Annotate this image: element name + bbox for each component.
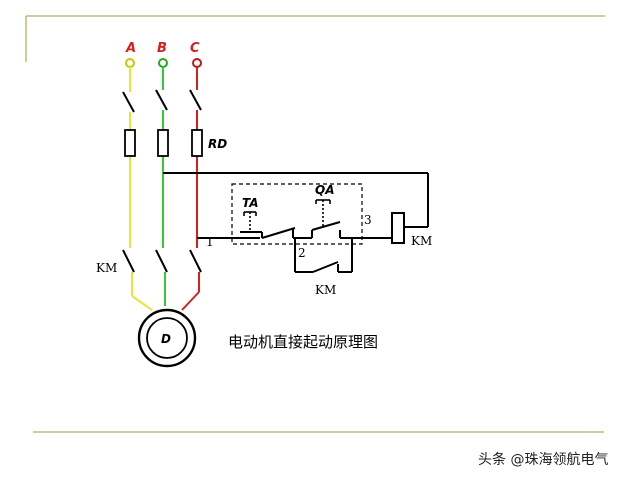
node-label-2: 2 [298, 246, 306, 260]
stop-button-symbol [243, 211, 257, 232]
phase-a-wire [122, 67, 153, 311]
contactor-coil [391, 212, 405, 244]
footer-credit: 头条 @珠海领航电气 [478, 451, 608, 468]
terminal-c [192, 58, 202, 68]
phase-b-wire [155, 67, 168, 306]
fuse-b [157, 129, 169, 157]
phase-label-c: C [190, 41, 200, 56]
node-label-1: 1 [206, 235, 214, 249]
fuse-a [124, 129, 136, 157]
slide-frame [25, 15, 605, 433]
phase-label-a: A [125, 41, 136, 56]
control-circuit [163, 172, 429, 273]
motor-label: D [161, 332, 171, 346]
fuse-c [191, 129, 203, 157]
node-label-3: 3 [364, 213, 372, 227]
fuse-label: RD [208, 137, 227, 151]
terminal-b [158, 58, 168, 68]
diagram-caption: 电动机直接起动原理图 [228, 333, 378, 351]
button-enclosure [231, 183, 363, 245]
terminal-a [125, 58, 135, 68]
stop-button-label: TA [242, 196, 259, 210]
phase-label-b: B [157, 41, 167, 56]
contactor-coil-label: KM [411, 234, 432, 248]
phase-c-wire [181, 67, 202, 311]
start-button-label: QA [315, 183, 335, 197]
start-button-symbol [315, 199, 331, 226]
aux-contact-label: KM [315, 283, 336, 297]
motor-symbol [137, 308, 197, 368]
main-contact-label: KM [96, 261, 117, 275]
